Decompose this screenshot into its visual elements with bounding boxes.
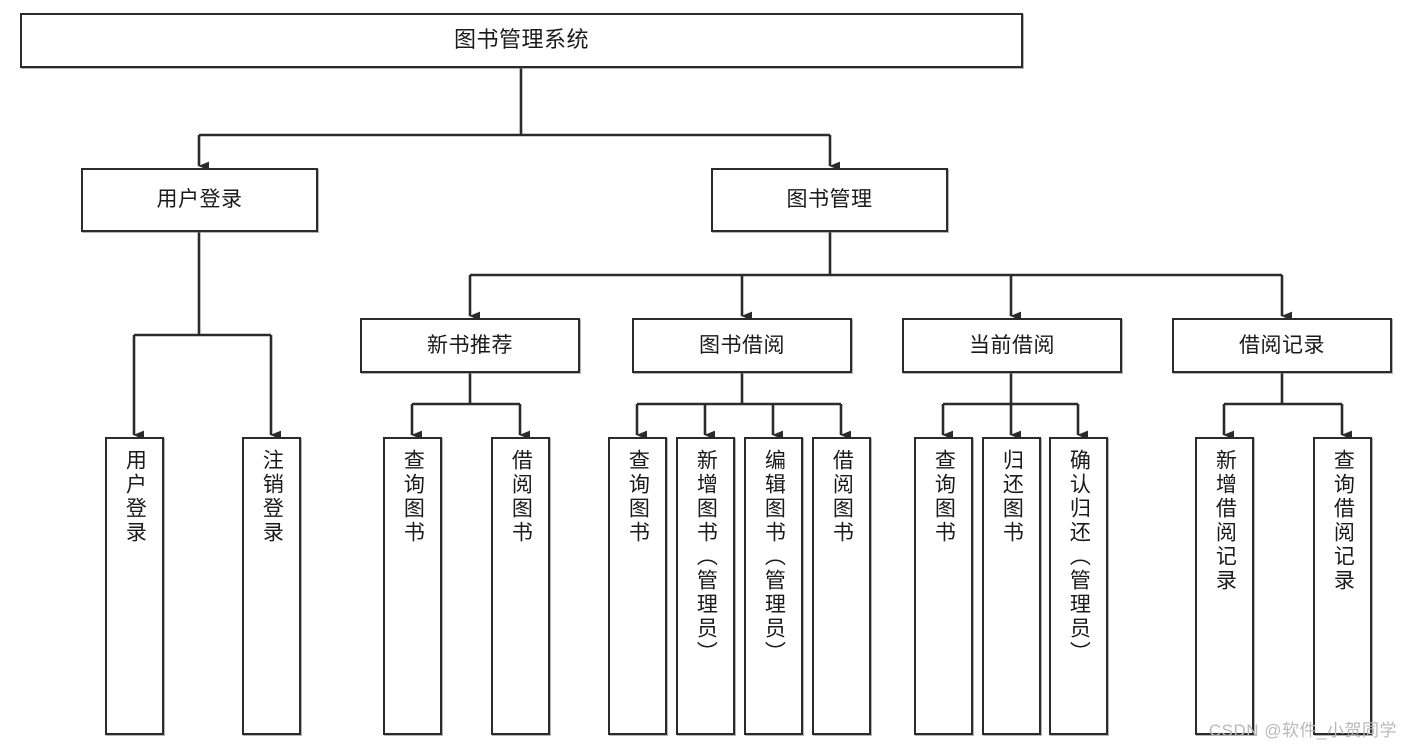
node-label: 图书借阅	[699, 333, 785, 357]
node-leaf-confirm-return-admin[interactable]: 确认归还（管理员）	[1049, 437, 1108, 735]
node-label: 图书管理系统	[453, 27, 589, 53]
node-label: 新增借阅记录	[1213, 449, 1237, 593]
node-label: 借阅记录	[1239, 333, 1325, 357]
node-label: 新书推荐	[427, 333, 513, 357]
node-label: 当前借阅	[969, 333, 1055, 357]
node-borrow-record[interactable]: 借阅记录	[1172, 318, 1392, 373]
node-current-borrow[interactable]: 当前借阅	[902, 318, 1122, 373]
node-leaf-query-borrow-record[interactable]: 查询借阅记录	[1313, 437, 1372, 735]
node-label: 查询借阅记录	[1331, 449, 1355, 593]
node-book-borrow[interactable]: 图书借阅	[632, 318, 852, 373]
node-label: 查询图书	[932, 449, 956, 545]
node-label: 查询图书	[401, 449, 425, 545]
node-leaf-query-book-current[interactable]: 查询图书	[914, 437, 973, 735]
node-label: 编辑图书（管理员）	[762, 449, 786, 665]
node-label: 确认归还（管理员）	[1067, 449, 1091, 665]
node-leaf-add-borrow-record[interactable]: 新增借阅记录	[1195, 437, 1254, 735]
node-leaf-return-book[interactable]: 归还图书	[982, 437, 1041, 735]
node-label: 用户登录	[156, 188, 243, 212]
node-leaf-edit-book-admin[interactable]: 编辑图书（管理员）	[744, 437, 803, 735]
node-leaf-borrow-book[interactable]: 借阅图书	[812, 437, 871, 735]
node-label: 借阅图书	[509, 449, 533, 545]
watermark-csdn: CSDN @软件_小贺同学	[1208, 721, 1397, 740]
node-leaf-query-book-recommend[interactable]: 查询图书	[383, 437, 442, 735]
node-user-login[interactable]: 用户登录	[81, 168, 318, 232]
node-label: 注销登录	[260, 449, 284, 545]
node-book-management[interactable]: 图书管理	[711, 168, 948, 232]
node-label: 查询图书	[626, 449, 650, 545]
node-label: 图书管理	[786, 188, 873, 212]
node-label: 借阅图书	[830, 449, 854, 545]
node-leaf-logout[interactable]: 注销登录	[242, 437, 301, 735]
node-root-book-management-system[interactable]: 图书管理系统	[20, 13, 1023, 68]
node-leaf-borrow-book-recommend[interactable]: 借阅图书	[491, 437, 550, 735]
node-leaf-user-login[interactable]: 用户登录	[105, 437, 164, 735]
node-new-book-recommend[interactable]: 新书推荐	[360, 318, 580, 373]
node-leaf-query-book-borrow[interactable]: 查询图书	[608, 437, 667, 735]
node-label: 用户登录	[123, 449, 147, 545]
node-leaf-add-book-admin[interactable]: 新增图书（管理员）	[676, 437, 735, 735]
node-label: 新增图书（管理员）	[694, 449, 718, 665]
node-label: 归还图书	[1000, 449, 1024, 545]
